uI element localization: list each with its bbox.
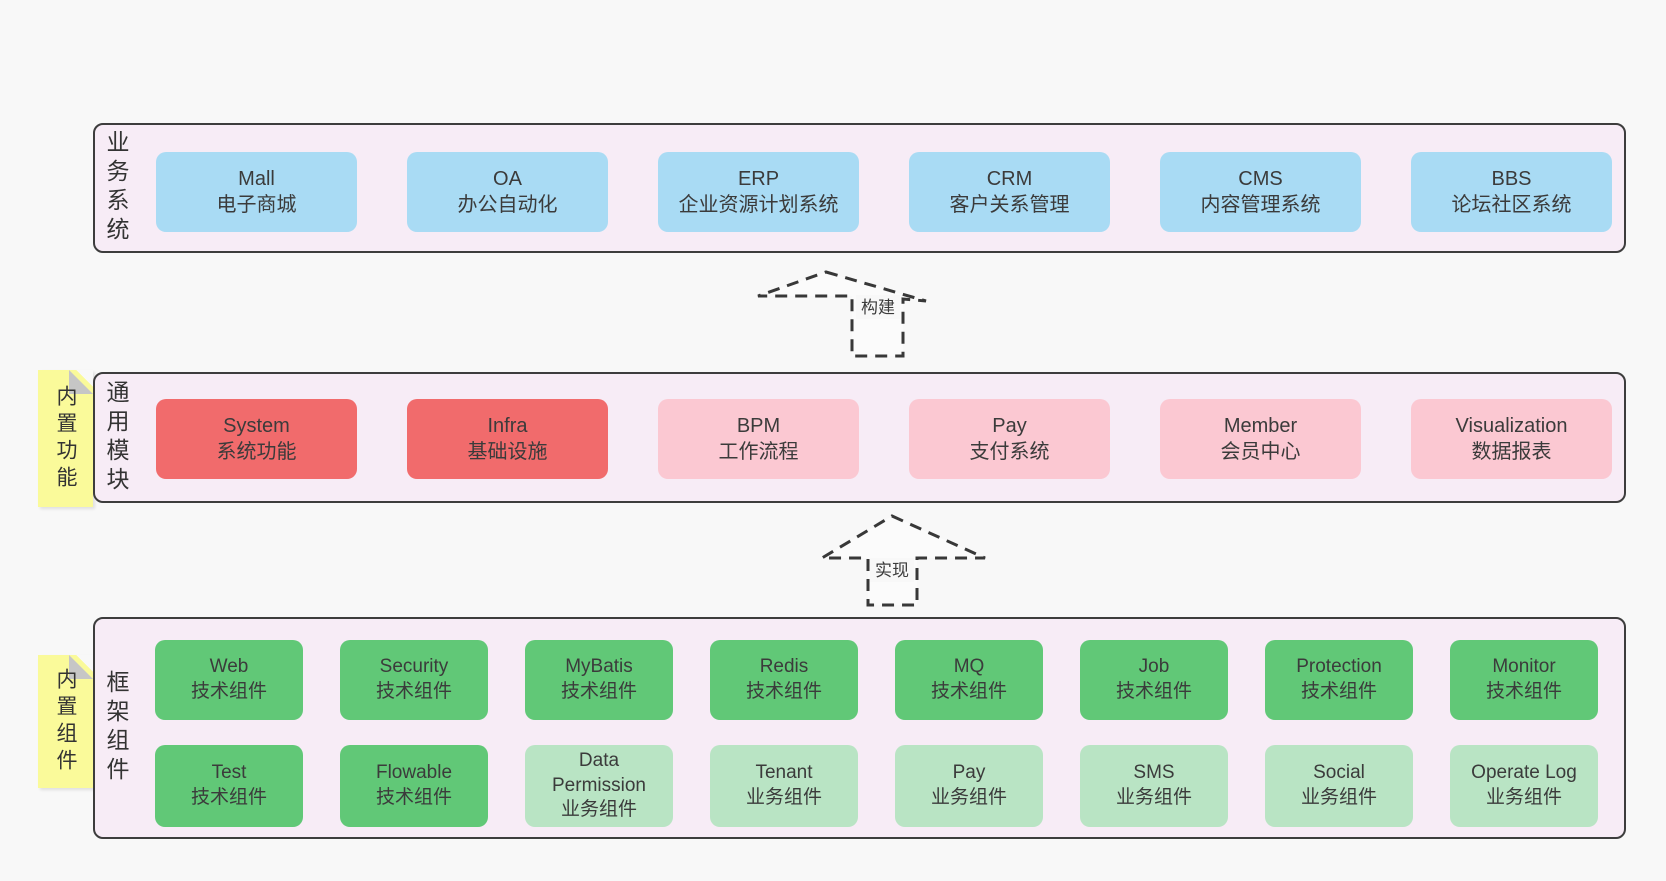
box-infra: Infra 基础设施 — [407, 399, 608, 479]
box-crm: CRM 客户关系管理 — [909, 152, 1110, 232]
sticky-note-text: 内置功能 — [54, 384, 77, 493]
layer-label-components: 框架组件 — [103, 670, 129, 786]
box-mall: Mall 电子商城 — [156, 152, 357, 232]
box-mybatis: MyBatis 技术组件 — [525, 640, 673, 720]
box-sms: SMS 业务组件 — [1080, 745, 1228, 827]
box-protection: Protection 技术组件 — [1265, 640, 1413, 720]
arrow-implement-icon: 实现 — [816, 514, 986, 607]
arrow-implement-label: 实现 — [875, 561, 909, 580]
sticky-note-text: 内置组件 — [54, 667, 77, 776]
box-tenant: Tenant 业务组件 — [710, 745, 858, 827]
box-web: Web 技术组件 — [155, 640, 303, 720]
box-mq: MQ 技术组件 — [895, 640, 1043, 720]
box-bbs: BBS 论坛社区系统 — [1411, 152, 1612, 232]
arrow-build-label: 构建 — [861, 298, 895, 317]
layer-label-business: 业务系统 — [103, 130, 129, 246]
sticky-note-builtin-features: 内置功能 — [38, 370, 93, 507]
panel-business-systems: 业务系统 Mall 电子商城 OA 办公自动化 ERP 企业资源计划系统 CRM… — [93, 123, 1626, 253]
box-member: Member 会员中心 — [1160, 399, 1361, 479]
box-redis: Redis 技术组件 — [710, 640, 858, 720]
box-bpm: BPM 工作流程 — [658, 399, 859, 479]
box-operate-log: Operate Log 业务组件 — [1450, 745, 1598, 827]
box-security: Security 技术组件 — [340, 640, 488, 720]
box-test: Test 技术组件 — [155, 745, 303, 827]
box-monitor: Monitor 技术组件 — [1450, 640, 1598, 720]
box-pay-system: Pay 支付系统 — [909, 399, 1110, 479]
box-social: Social 业务组件 — [1265, 745, 1413, 827]
box-job: Job 技术组件 — [1080, 640, 1228, 720]
box-oa: OA 办公自动化 — [407, 152, 608, 232]
arrow-build-icon: 构建 — [757, 270, 927, 358]
panel-common-modules: 通用模块 System 系统功能 Infra 基础设施 BPM 工作流程 Pay… — [93, 372, 1626, 503]
layer-label-modules: 通用模块 — [103, 379, 129, 496]
box-cms: CMS 内容管理系统 — [1160, 152, 1361, 232]
panel-framework-components: 框架组件 Web 技术组件 Security 技术组件 MyBatis 技术组件… — [93, 617, 1626, 839]
box-visualization: Visualization 数据报表 — [1411, 399, 1612, 479]
box-pay-component: Pay 业务组件 — [895, 745, 1043, 827]
box-data-permission: Data Permission 业务组件 — [525, 745, 673, 827]
sticky-note-builtin-components: 内置组件 — [38, 655, 93, 788]
box-flowable: Flowable 技术组件 — [340, 745, 488, 827]
box-system: System 系统功能 — [156, 399, 357, 479]
box-erp: ERP 企业资源计划系统 — [658, 152, 859, 232]
